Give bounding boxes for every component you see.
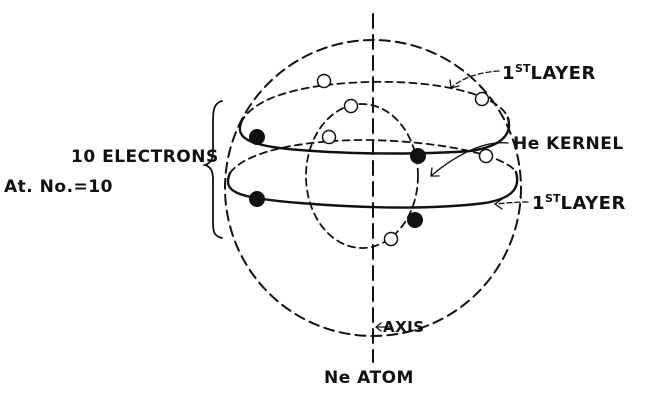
electron-filled	[249, 191, 265, 207]
leader-top-layer	[451, 70, 500, 88]
electron-open	[478, 148, 494, 164]
atomic-number-label: At. No.=10	[4, 177, 113, 197]
he-kernel-ellipse	[305, 103, 419, 249]
lower-orbit-front	[226, 170, 519, 209]
leader-he-kernel	[431, 142, 509, 176]
bottom-layer-word: LAYER	[560, 193, 626, 214]
electron-open	[474, 91, 490, 107]
electron-open	[321, 129, 337, 145]
leader-bottom-layer	[495, 201, 529, 205]
he-kernel-label: He KERNEL	[513, 134, 624, 154]
top-layer-word: LAYER	[530, 63, 596, 84]
leader-top-layer-arrow	[449, 79, 460, 89]
diagram-title: Ne ATOM	[324, 368, 414, 388]
electron-filled	[249, 129, 265, 145]
label-leaders	[374, 70, 529, 332]
top-layer-number: 1	[502, 63, 516, 84]
electron-open	[383, 231, 399, 247]
electrons-filled	[249, 129, 426, 228]
electron-filled	[407, 212, 423, 228]
upper-orbit-back	[240, 80, 509, 124]
upper-orbit	[238, 80, 511, 155]
electrons-brace	[202, 100, 223, 239]
electron-filled	[410, 148, 426, 164]
leader-bottom-layer-arrow	[493, 198, 503, 210]
leader-axis-arrow	[374, 322, 393, 332]
electron-open	[343, 98, 359, 114]
electron-count-label: 10 ELECTRONS	[71, 147, 219, 167]
bottom-layer-ordinal: ST	[545, 192, 561, 205]
leader-he-kernel-arrow	[430, 167, 440, 177]
bottom-layer-number: 1	[532, 193, 546, 214]
electron-open	[316, 73, 332, 89]
bottom-layer-label: 1STLAYER	[532, 192, 626, 214]
top-layer-ordinal: ST	[515, 62, 531, 75]
axis-label: AXIS	[383, 318, 425, 336]
top-layer-label: 1STLAYER	[502, 62, 596, 84]
upper-orbit-front	[238, 116, 511, 155]
electrons-open	[316, 73, 494, 247]
